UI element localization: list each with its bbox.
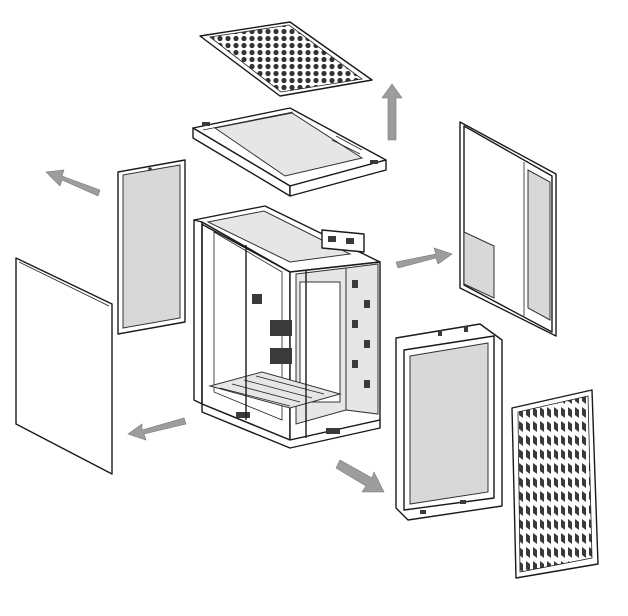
- chassis-frame: [193, 205, 381, 449]
- left-dust-filter: [117, 159, 186, 335]
- front-panel: [395, 323, 503, 521]
- arrow-right: [395, 247, 453, 269]
- left-side-panel: [15, 257, 113, 475]
- arrow-left: [127, 417, 187, 441]
- arrow-upper-left: [45, 169, 101, 197]
- top-mesh-filter: [199, 21, 373, 97]
- rear-side-panel: [459, 121, 557, 337]
- front-mesh-filter: [511, 389, 599, 579]
- arrow-up: [381, 83, 403, 141]
- arrow-down-right: [335, 459, 385, 493]
- motherboard-cutouts: [252, 280, 370, 388]
- top-cover-panel: [192, 107, 387, 197]
